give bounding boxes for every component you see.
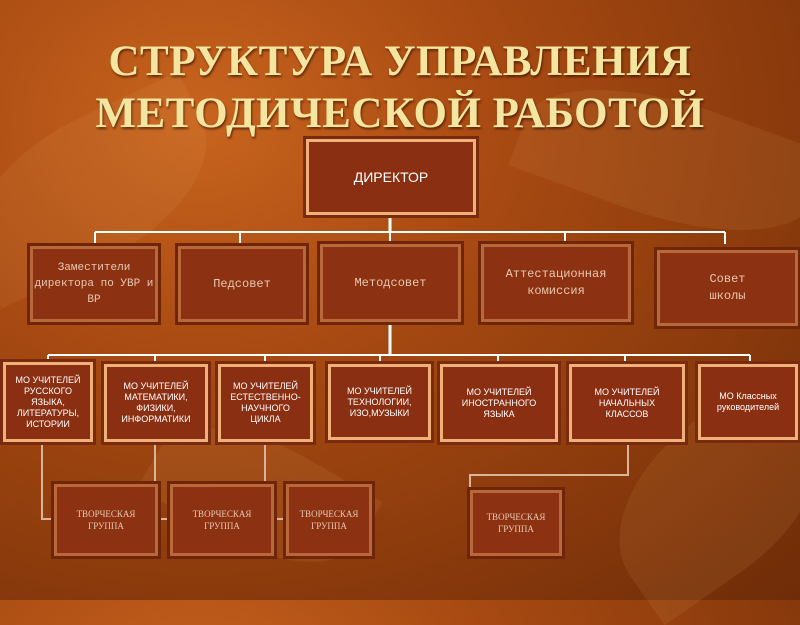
creative-group-label: ТВОРЧЕСКАЯ ГРУППА <box>76 509 136 531</box>
metodsovet-label: Методсовет <box>354 275 427 290</box>
mo-science-box: МО учителей естественно-научного цикла <box>215 361 316 445</box>
mo-math-label: МО учителей математики, физики, информат… <box>121 381 191 424</box>
page-title: СТРУКТУРА УПРАВЛЕНИЯ МЕТОДИЧЕСКОЙ РАБОТО… <box>0 36 800 140</box>
title-line-2: МЕТОДИЧЕСКОЙ РАБОТОЙ <box>95 90 705 137</box>
director-box: ДИРЕКТОР <box>303 136 479 218</box>
mo-technology-box: МО учителей технологии, ИЗО,музыки <box>325 361 434 443</box>
creative-group-label: ТВОРЧЕСКАЯ ГРУППА <box>299 509 359 531</box>
mo-science-label: МО учителей естественно-научного цикла <box>230 381 301 424</box>
attestation-commission-box: Аттестационная комиссия <box>478 241 634 325</box>
metodsovet-box: Методсовет <box>317 241 464 325</box>
school-council-box: Совет школы <box>654 247 800 329</box>
mo-foreign-language-label: МО учителей иностранного языка <box>461 386 537 419</box>
attestation-commission-label: Аттестационная комиссия <box>505 267 607 298</box>
pedsovet-label: Педсовет <box>213 276 271 291</box>
creative-group-box: ТВОРЧЕСКАЯ ГРУППА <box>283 481 375 559</box>
mo-primary-label: МО учителей начальных классов <box>594 386 660 419</box>
school-council-label: Совет школы <box>709 272 746 303</box>
mo-math-box: МО учителей математики, физики, информат… <box>101 361 211 445</box>
mo-class-teachers-box: МО Классных руководителей <box>695 361 800 443</box>
pedsovet-box: Педсовет <box>175 243 309 325</box>
mo-class-teachers-label: МО Классных руководителей <box>716 391 780 412</box>
director-label: ДИРЕКТОР <box>353 169 429 185</box>
deputy-directors-box: Заместители директора по УВР и ВР <box>27 243 161 325</box>
deputy-directors-label: Заместители директора по УВР и ВР <box>34 262 154 306</box>
mo-technology-label: МО учителей технологии, ИЗО,музыки <box>346 385 413 418</box>
mo-russian-label: МО учителей русского языка, литературы, … <box>15 374 81 429</box>
creative-group-box: ТВОРЧЕСКАЯ ГРУППА <box>467 487 565 559</box>
title-line-1: СТРУКТУРА УПРАВЛЕНИЯ <box>108 38 692 85</box>
mo-primary-box: МО учителей начальных классов <box>566 361 688 445</box>
mo-russian-box: МО учителей русского языка, литературы, … <box>0 359 96 445</box>
creative-group-label: ТВОРЧЕСКАЯ ГРУППА <box>486 512 546 534</box>
creative-group-box: ТВОРЧЕСКАЯ ГРУППА <box>167 481 277 559</box>
creative-group-label: ТВОРЧЕСКАЯ ГРУППА <box>192 509 252 531</box>
mo-foreign-language-box: МО учителей иностранного языка <box>437 361 561 445</box>
creative-group-box: ТВОРЧЕСКАЯ ГРУППА <box>51 481 161 559</box>
